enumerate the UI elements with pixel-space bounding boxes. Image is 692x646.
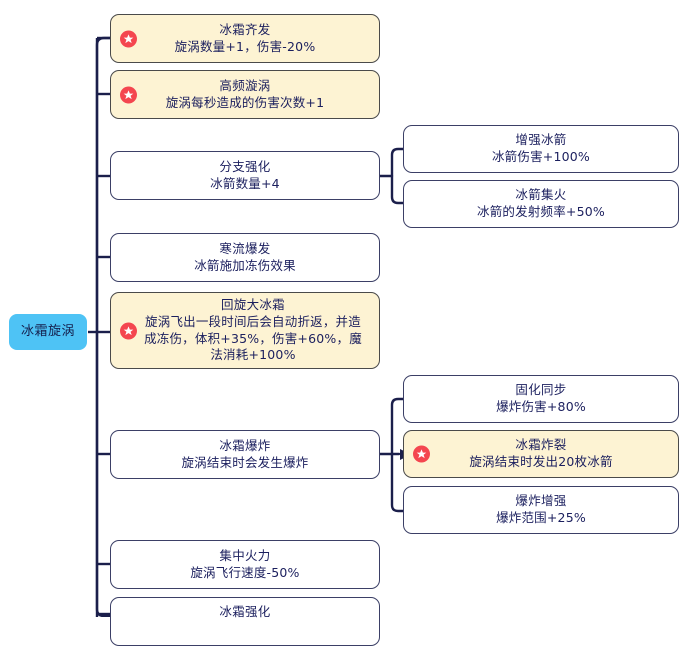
node-desc: 爆炸伤害+80% (496, 399, 586, 414)
node-title: 爆炸增强 (515, 493, 567, 509)
node-title: 固化同步 (515, 382, 567, 398)
node-desc: 旋涡每秒造成的伤害次数+1 (165, 94, 325, 110)
node-bingjian-jihuo[interactable]: 冰箭集火 冰箭的发射频率+50% (403, 180, 679, 228)
node-title: 寒流爆发 (219, 240, 271, 256)
link-fenzhi-split (390, 147, 405, 205)
star-icon (120, 322, 137, 339)
node-title: 冰霜炸裂 (515, 437, 567, 453)
node-desc: 冰箭施加冻伤效果 (194, 257, 296, 273)
star-icon (413, 445, 430, 463)
node-bingshuang-zhalie[interactable]: 冰霜炸裂 旋涡结束时发出20枚冰箭 (403, 430, 679, 478)
node-desc: 冰箭伤害+100% (491, 149, 590, 164)
node-title: 分支强化 (219, 158, 271, 174)
root-node-label: 冰霜旋涡 (20, 324, 75, 340)
node-title: 冰霜爆炸 (219, 437, 271, 453)
node-guhua-tongbu[interactable]: 固化同步 爆炸伤害+80% (403, 375, 679, 423)
mindmap-canvas: 冰霜旋涡 冰霜齐发 旋涡数量+1，伤害-20% 高频漩涡 旋涡每秒造成的伤害次数… (9, 14, 679, 646)
node-desc: 旋涡飞出一段时间后会自动折返，并造成冻伤，体积+35%，伤害+60%，魔法消耗+… (144, 313, 362, 363)
node-bingshuang-qifa[interactable]: 冰霜齐发 旋涡数量+1，伤害-20% (110, 14, 380, 63)
node-title: 回旋大冰霜 (220, 296, 285, 312)
node-fenzhi-qianghua[interactable]: 分支强化 冰箭数量+4 (110, 151, 380, 200)
node-bingshuang-qianghua[interactable]: 冰霜强化 (110, 597, 380, 646)
node-title: 冰霜强化 (219, 604, 271, 619)
node-desc: 旋涡结束时发出20枚冰箭 (469, 454, 613, 469)
node-desc: 冰箭的发射频率+50% (477, 204, 605, 219)
node-title: 冰箭集火 (515, 187, 567, 203)
node-jizhong-huoli[interactable]: 集中火力 旋涡飞行速度-50% (110, 540, 380, 589)
node-gaopin-xuanwo[interactable]: 高频漩涡 旋涡每秒造成的伤害次数+1 (110, 70, 380, 119)
node-desc: 旋涡飞行速度-50% (190, 564, 300, 580)
node-title: 增强冰箭 (515, 132, 567, 148)
root-node-bingshuang-xuanwo[interactable]: 冰霜旋涡 (9, 314, 87, 350)
node-desc: 旋涡数量+1，伤害-20% (174, 38, 316, 54)
node-hanliu-baofa[interactable]: 寒流爆发 冰箭施加冻伤效果 (110, 233, 380, 282)
star-icon (120, 30, 137, 47)
link-baozha-split (390, 397, 405, 513)
node-desc: 爆炸范围+25% (496, 510, 586, 525)
node-desc: 冰箭数量+4 (210, 175, 280, 191)
node-zengqiang-bingjian[interactable]: 增强冰箭 冰箭伤害+100% (403, 125, 679, 173)
node-huixuan-da-bingshuang[interactable]: 回旋大冰霜 旋涡飞出一段时间后会自动折返，并造成冻伤，体积+35%，伤害+60%… (110, 292, 380, 369)
node-title: 冰霜齐发 (219, 21, 271, 37)
node-baozha-zengqiang[interactable]: 爆炸增强 爆炸范围+25% (403, 486, 679, 534)
node-bingshuang-baozha[interactable]: 冰霜爆炸 旋涡结束时会发生爆炸 (110, 430, 380, 479)
node-title: 集中火力 (219, 547, 271, 563)
star-icon (120, 86, 137, 103)
link-trunk-outline (95, 36, 112, 617)
node-desc: 旋涡结束时会发生爆炸 (181, 454, 309, 470)
node-title: 高频漩涡 (219, 77, 271, 93)
